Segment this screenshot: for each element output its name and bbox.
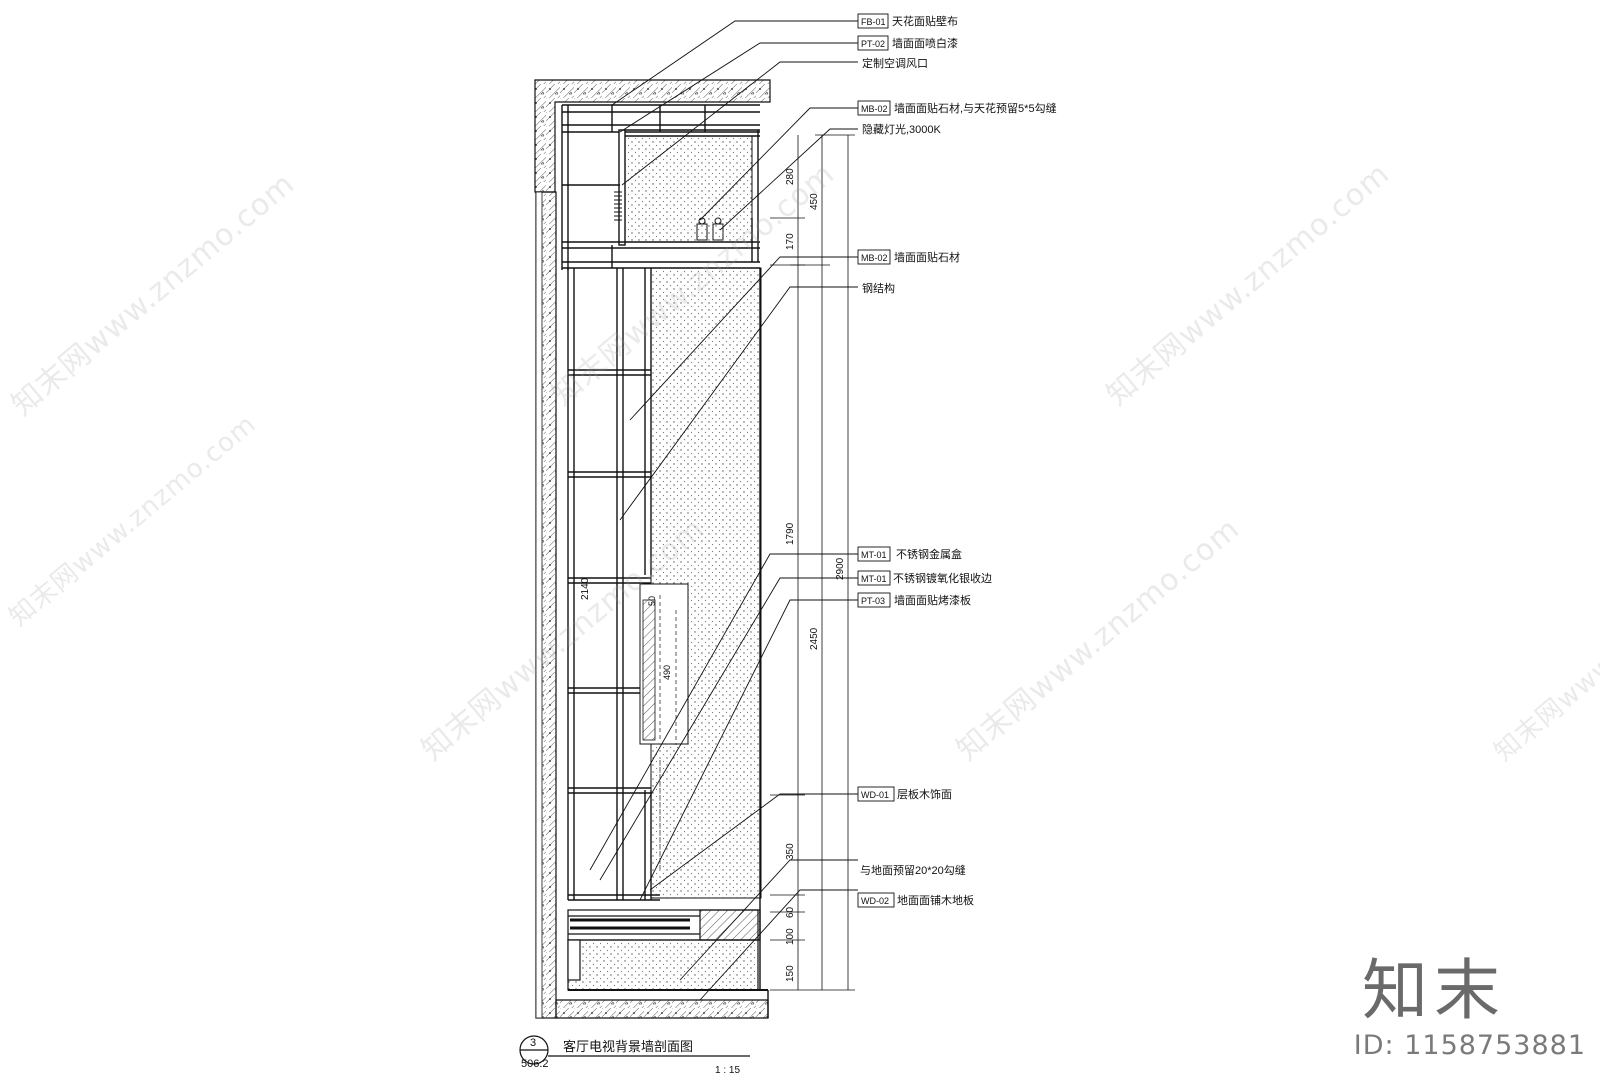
callout-code: FB-01 — [861, 17, 886, 27]
callout-wd02: WD-02 地面面铺木地板 — [857, 892, 974, 908]
callout-text: 墙面面喷白漆 — [892, 36, 958, 50]
callout-text: 墙面面贴石材,与天花预留5*5勾缝 — [894, 101, 1057, 115]
callout-text: 不锈钢金属盒 — [896, 547, 962, 561]
drawing-scale: 1 : 15 — [715, 1065, 740, 1076]
callout-text: 不锈钢镀氧化银收边 — [893, 571, 992, 585]
callout-code: WD-01 — [861, 790, 889, 800]
callout-code: WD-02 — [861, 896, 889, 906]
title-block — [519, 1035, 750, 1065]
callout-code: MB-02 — [861, 253, 888, 263]
dim-60: 60 — [785, 906, 796, 918]
callout-mb02-b: MB-02 墙面面贴石材 — [857, 249, 960, 265]
callout-text: 天花面贴壁布 — [892, 14, 958, 28]
callout-pt03: PT-03 墙面面贴烤漆板 — [857, 592, 971, 608]
callout-code: MB-02 — [861, 104, 888, 114]
callout-code: MT-01 — [861, 574, 887, 584]
callout-text: 隐藏灯光,3000K — [862, 122, 942, 136]
callout-text: 层板木饰面 — [897, 787, 952, 801]
floor-layers — [567, 909, 768, 991]
dim-350: 350 — [785, 843, 796, 860]
dim-2450: 2450 — [809, 627, 820, 650]
callout-code: PT-03 — [861, 596, 885, 606]
steel-frame — [567, 268, 660, 901]
callout-fb01: FB-01 天花面贴壁布 — [857, 13, 958, 29]
dim-280: 280 — [785, 168, 796, 185]
section-no: 3 — [530, 1037, 536, 1049]
watermark-logo: 知末 — [1362, 952, 1506, 1029]
callout-pt02: PT-02 墙面面喷白漆 — [857, 35, 958, 51]
callout-text: 地面面铺木地板 — [897, 893, 974, 907]
callout-mt01-b: MT-01 不锈钢镀氧化银收边 — [857, 570, 992, 586]
dim-2140: 2140 — [580, 577, 591, 600]
callout-mt01-a: MT-01 不锈钢金属盒 — [857, 546, 962, 562]
air-vent — [614, 191, 622, 221]
drawing-title: 客厅电视背景墙剖面图 — [563, 1039, 693, 1054]
callout-wd01: WD-01 层板木饰面 — [857, 786, 952, 802]
callout-text: 墙面面贴烤漆板 — [894, 593, 971, 607]
id-label: ID: 1158753881 — [1353, 1030, 1586, 1061]
callout-code: MT-01 — [861, 550, 887, 560]
callout-code: PT-02 — [861, 39, 885, 49]
dim-2900: 2900 — [835, 557, 846, 580]
dim-450: 450 — [809, 193, 820, 210]
dim-50: 50 — [647, 596, 657, 606]
dim-150: 150 — [785, 965, 796, 982]
callout-text: 与地面预留20*20勾缝 — [860, 863, 966, 877]
metal-box — [642, 599, 656, 741]
callout-text: 墙面面贴石材 — [894, 250, 960, 264]
dim-100: 100 — [785, 928, 796, 945]
callout-mb02-a: MB-02 墙面面贴石材,与天花预留5*5勾缝 — [857, 100, 1057, 116]
leader-lines — [589, 20, 858, 1001]
dim-1790: 1790 — [785, 522, 796, 545]
callout-text: 定制空调风口 — [862, 56, 928, 70]
callout-text: 钢结构 — [862, 281, 895, 295]
dim-170: 170 — [785, 233, 796, 250]
dim-490: 490 — [662, 665, 672, 680]
sheet-no: 506.2 — [521, 1058, 549, 1070]
dimension-lines — [770, 134, 855, 991]
